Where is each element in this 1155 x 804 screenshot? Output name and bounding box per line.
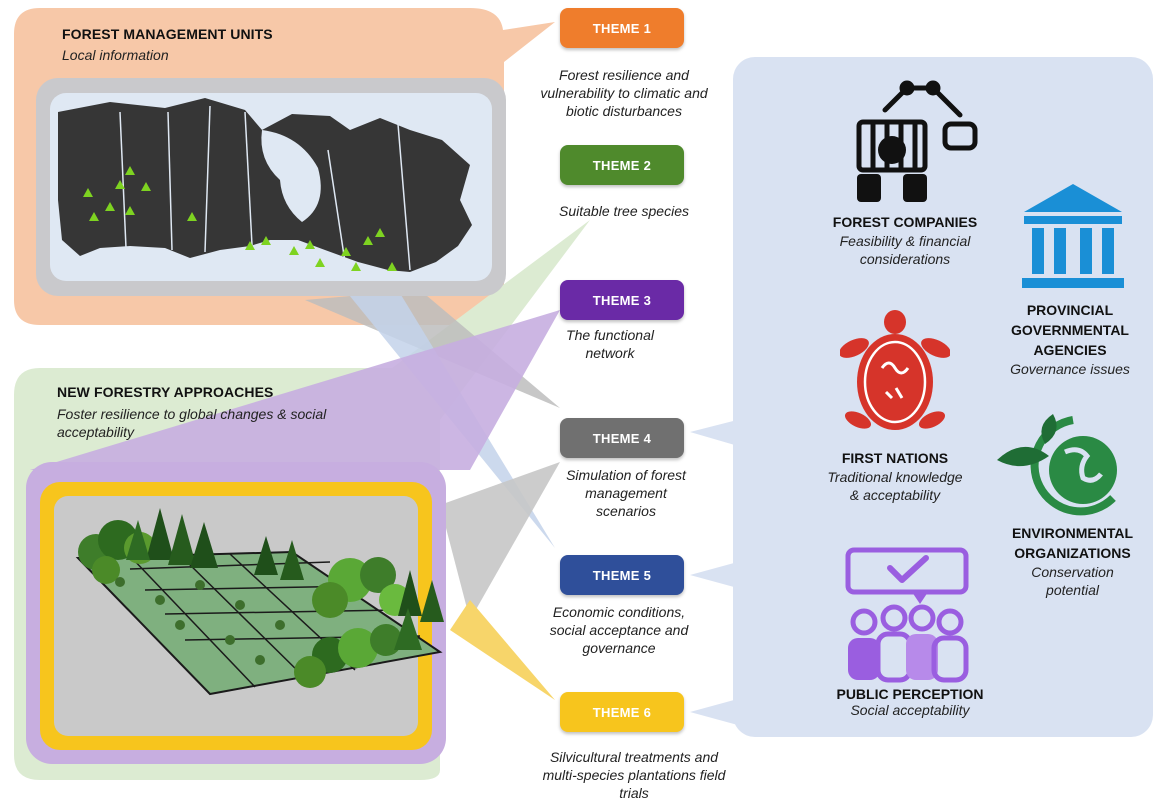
stakeholder-subtitle: & acceptability [849,487,941,503]
stakeholder-subtitle: potential [1046,582,1099,598]
stakeholder-title: ORGANIZATIONS [1014,545,1131,561]
theme-3-desc-line: network [585,345,635,361]
connector-nfa-theme6 [450,600,555,700]
theme-4-desc-line: Simulation of forest [566,467,686,483]
theme-6-badge: THEME 6 [560,692,684,732]
theme-1-badge: THEME 1 [560,8,684,48]
theme-2-desc-line: Suitable tree species [559,203,689,219]
theme-1-desc-line: vulnerability to climatic and [540,85,708,101]
theme-5-desc-line: governance [582,640,656,656]
connector-nfa-theme3 [30,310,560,470]
seedlings [115,577,285,665]
stakeholder-subtitle: Conservation [1031,564,1114,580]
stakeholder-title: GOVERNMENTAL [1011,322,1129,338]
theme-2-badge: THEME 2 [560,145,684,185]
stakeholder-first-nations: FIRST NATIONS Traditional knowledge & ac… [790,448,1000,504]
stakeholder-provincial-agencies: PROVINCIAL GOVERNMENTAL AGENCIES Governa… [985,300,1155,378]
trees-left [78,508,304,584]
theme-3-badge: THEME 3 [560,280,684,320]
stakeholder-subtitle: Feasibility & financial [839,233,971,249]
theme-6-desc-line: multi-species plantations field [542,767,726,783]
theme-6-description: Silvicultural treatments and multi-speci… [500,748,768,802]
stakeholder-title: PROVINCIAL [1026,302,1114,318]
turtle-icon [840,310,950,430]
connector-stakeholders-theme5 [690,560,745,590]
stakeholder-forest-companies: FOREST COMPANIES Feasibility & financial… [790,212,1020,268]
fmu-subtitle: Local information [62,47,169,63]
canada-map [58,98,472,272]
theme-5-badge: THEME 5 [560,555,684,595]
theme-3-desc-line: The functional [566,327,654,343]
theme-4-desc-line: scenarios [596,503,656,519]
stakeholder-title: ENVIRONMENTAL [1011,525,1134,541]
stakeholder-public-perception: PUBLIC PERCEPTION Social acceptability [800,684,1020,719]
nfa-title: NEW FORESTRY APPROACHES [57,384,274,400]
theme-5-desc-line: social acceptance and [549,622,689,638]
site-markers [83,166,397,271]
connector-stakeholders-theme6 [690,697,745,727]
nfa-subtitle-line1: Foster resilience to global changes & so… [57,406,327,422]
theme-4-badge: THEME 4 [560,418,684,458]
people-checkmark-icon [845,547,969,683]
stakeholder-subtitle: Governance issues [1010,361,1130,377]
earth-leaf-icon [997,414,1117,516]
fmu-title: FOREST MANAGEMENT UNITS [62,26,273,42]
connector-nfa-theme4 [440,462,560,620]
stakeholder-title: PUBLIC PERCEPTION [836,686,984,702]
trees-right [294,557,444,688]
theme-1-desc-line: Forest resilience and [559,67,689,83]
theme-3-description: The functional network [540,326,680,362]
stakeholder-title: FOREST COMPANIES [832,214,978,230]
theme-4-desc-line: management [585,485,667,501]
government-building-icon [1022,184,1124,288]
stakeholder-title: AGENCIES [1033,342,1107,358]
theme-1-description: Forest resilience and vulnerability to c… [506,66,742,120]
stakeholder-panel [733,57,1153,737]
stakeholder-subtitle: considerations [859,251,951,267]
theme-4-description: Simulation of forest management scenario… [536,466,716,520]
stakeholder-title: FIRST NATIONS [841,450,949,466]
theme-5-desc-line: Economic conditions, [552,604,686,620]
stakeholder-subtitle: Traditional knowledge [827,469,963,485]
theme-5-description: Economic conditions, social acceptance a… [516,603,722,657]
theme-6-desc-line: trials [619,785,649,801]
connector-stakeholders-theme4 [690,418,745,448]
harvester-icon [856,80,978,202]
theme-2-description: Suitable tree species [506,202,742,220]
stakeholder-environmental-organizations: ENVIRONMENTAL ORGANIZATIONS Conservation… [990,523,1155,599]
theme-1-desc-line: biotic disturbances [566,103,682,119]
theme-6-desc-line: Silvicultural treatments and [549,749,719,765]
nfa-subtitle-line2: acceptability [57,424,135,440]
stakeholder-subtitle: Social acceptability [850,702,970,718]
